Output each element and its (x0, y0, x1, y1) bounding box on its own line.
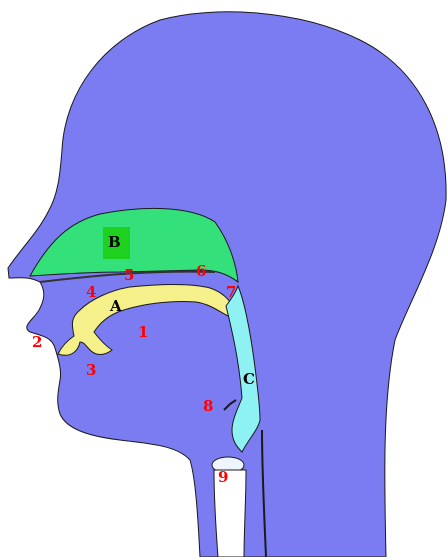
region-label-b: B (108, 233, 121, 251)
marker-9: 9 (218, 468, 228, 486)
marker-4: 4 (86, 283, 96, 301)
marker-8: 8 (203, 397, 213, 415)
marker-5: 5 (124, 266, 134, 284)
marker-3: 3 (86, 361, 96, 379)
region-label-c: C (243, 370, 255, 388)
marker-6: 6 (196, 262, 206, 280)
region-label-a: A (109, 297, 122, 315)
marker-2: 2 (32, 333, 42, 351)
marker-1: 1 (138, 323, 148, 341)
marker-7: 7 (226, 283, 236, 301)
